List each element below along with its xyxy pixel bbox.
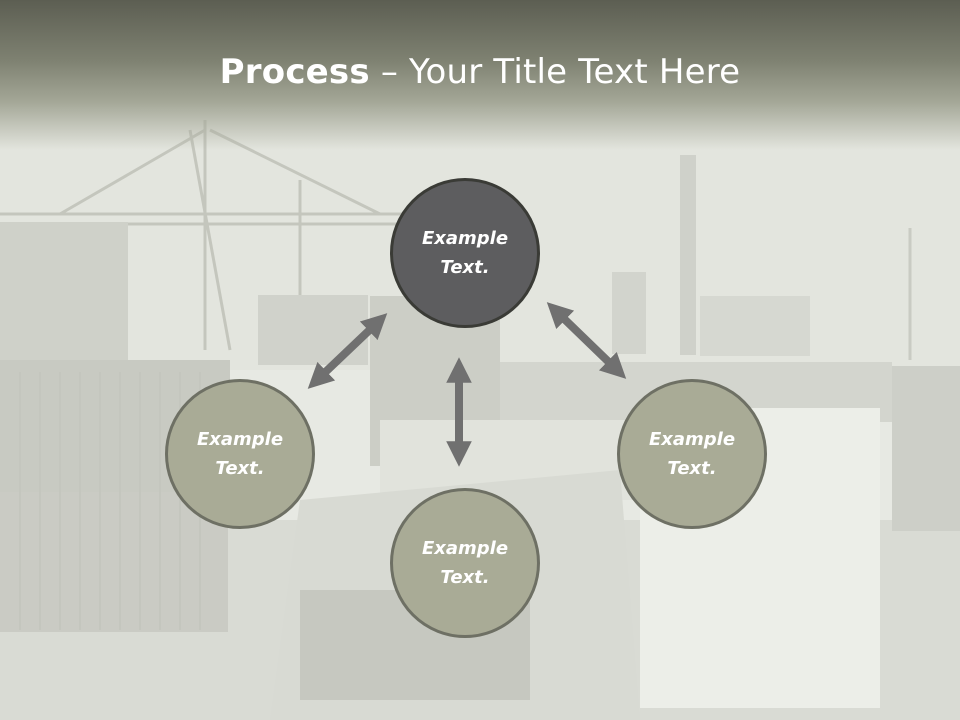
title-strong: Process	[219, 52, 370, 92]
slide-title: Process – Your Title Text Here	[0, 52, 960, 92]
process-node-right[interactable]: Example Text.	[617, 379, 767, 529]
node-text: Example Text.	[421, 228, 509, 278]
process-node-bottom[interactable]: Example Text.	[390, 488, 540, 638]
process-node-top[interactable]: Example Text.	[390, 178, 540, 328]
arrow-top-right	[546, 302, 627, 379]
title-bar	[0, 0, 960, 150]
node-text: Example Text.	[648, 429, 736, 479]
arrow-top-left	[307, 313, 388, 389]
title-rest: Your Title Text Here	[409, 52, 741, 92]
title-separator: –	[369, 52, 410, 92]
node-text: Example Text.	[196, 429, 284, 479]
process-node-left[interactable]: Example Text.	[165, 379, 315, 529]
node-text: Example Text.	[421, 538, 509, 588]
